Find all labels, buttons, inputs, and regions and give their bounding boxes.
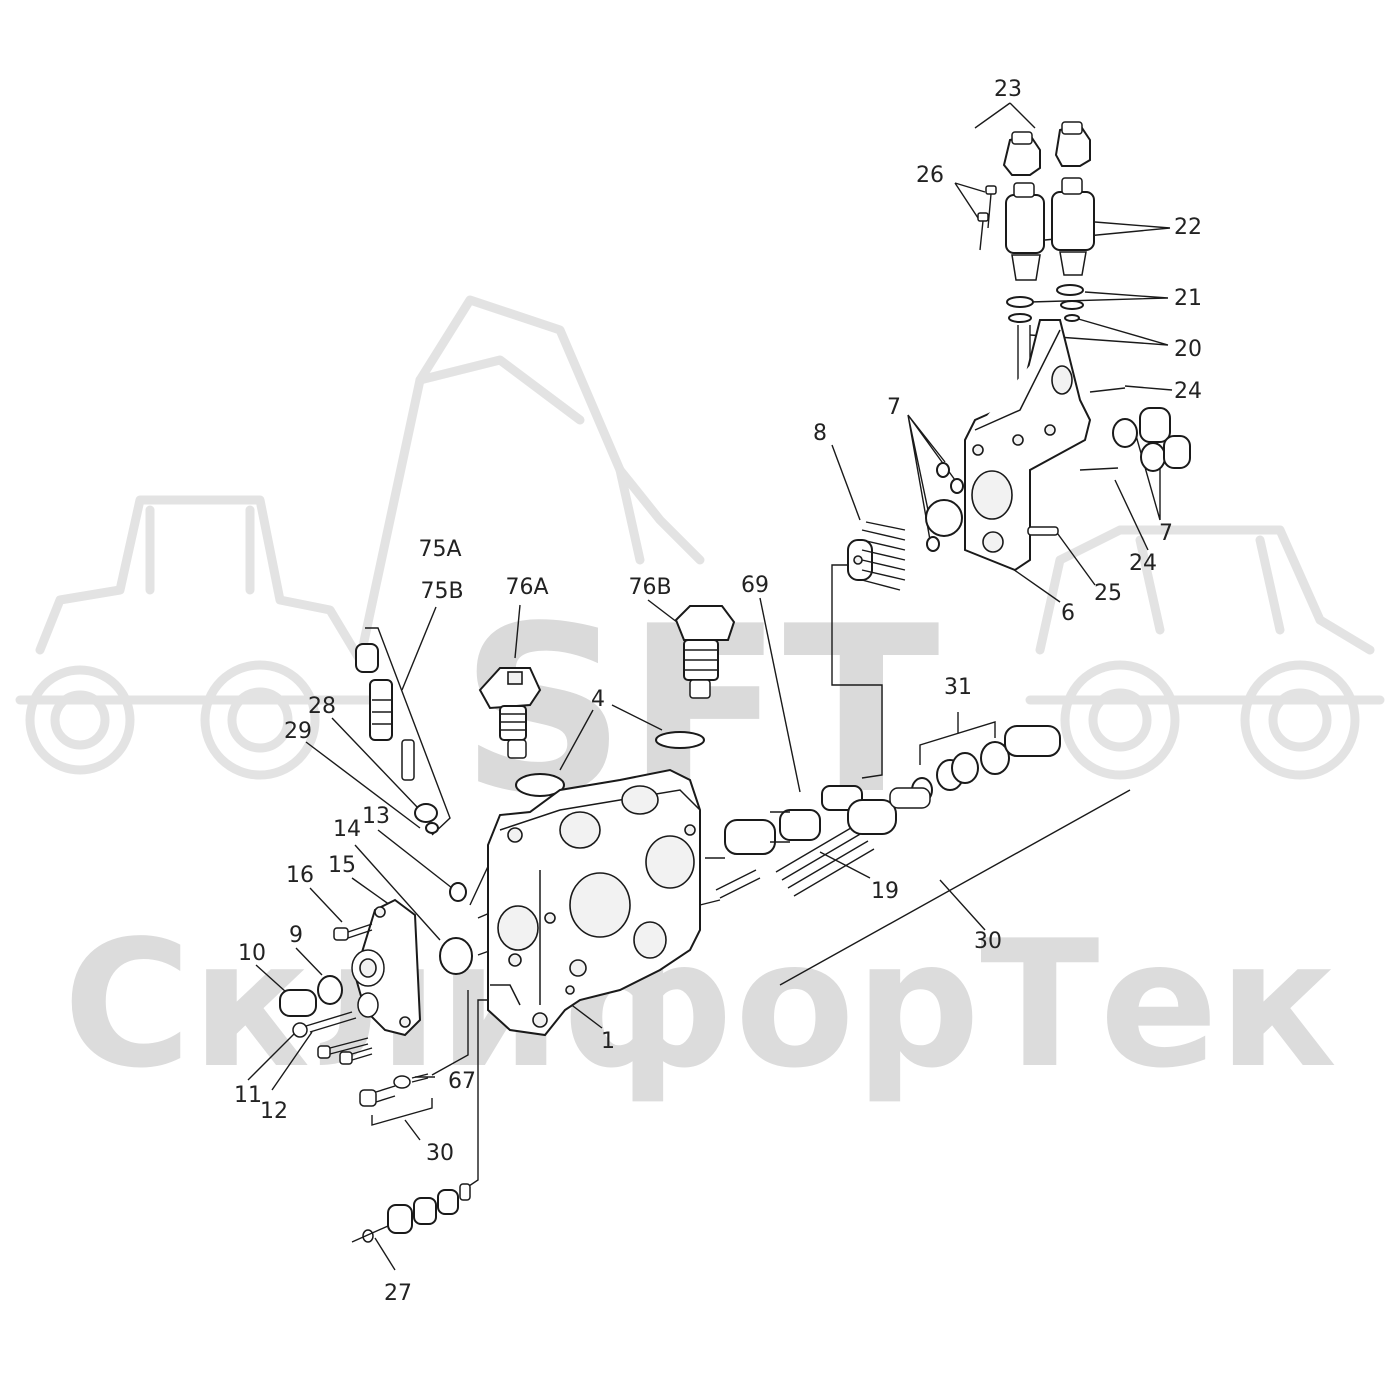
callout-19: 19 xyxy=(871,879,899,904)
callout-75b: 75B xyxy=(420,579,463,604)
connector-part-23 xyxy=(1002,121,1091,176)
plug-part-76a xyxy=(478,667,542,759)
end-cover-part-15 xyxy=(351,898,422,1037)
callout-10: 10 xyxy=(238,941,266,966)
callout-labels: 23 26 22 21 20 24 7 8 7 24 25 6 75A 75B … xyxy=(234,77,1202,1306)
callout-6: 6 xyxy=(1061,601,1075,626)
callout-7-lower: 7 xyxy=(1159,521,1173,546)
screw-part-26 xyxy=(977,185,997,251)
seal-parts-20-21 xyxy=(1006,284,1084,440)
callout-30-right: 30 xyxy=(974,929,1002,954)
callout-24-lower: 24 xyxy=(1129,551,1157,576)
spool-part-27 xyxy=(351,1183,471,1243)
solenoid-body-part-6 xyxy=(964,319,1126,572)
plug-part-76b xyxy=(674,605,736,699)
callout-21: 21 xyxy=(1174,286,1202,311)
bolt-part-16 xyxy=(333,923,373,941)
callout-16: 16 xyxy=(286,863,314,888)
spring-part-8 xyxy=(847,521,906,591)
callout-15: 15 xyxy=(328,853,356,878)
callout-11: 11 xyxy=(234,1083,262,1108)
callout-8: 8 xyxy=(813,421,827,446)
oring-parts-13-14 xyxy=(439,882,473,975)
callout-1: 1 xyxy=(601,1029,615,1054)
valve-parts xyxy=(279,121,1191,1243)
callout-13: 13 xyxy=(362,804,390,829)
callout-22: 22 xyxy=(1174,215,1202,240)
callout-9: 9 xyxy=(289,923,303,948)
callout-29: 29 xyxy=(284,719,312,744)
callout-31: 31 xyxy=(944,675,972,700)
watermark-excavator-icon xyxy=(355,295,705,665)
watermark-brand-name: СклифорТек xyxy=(63,904,1337,1107)
callout-24-upper: 24 xyxy=(1174,379,1202,404)
callout-23: 23 xyxy=(994,77,1022,102)
callout-20: 20 xyxy=(1174,337,1202,362)
watermark: SFT СклифорТек xyxy=(15,295,1385,1107)
relief-cartridge-part-75 xyxy=(355,643,439,834)
callout-7-upper: 7 xyxy=(887,395,901,420)
plug-parts-9-10 xyxy=(279,975,343,1017)
spring-part-19 xyxy=(715,787,931,899)
callout-76b: 76B xyxy=(628,575,671,600)
callout-26: 26 xyxy=(916,163,944,188)
callout-25: 25 xyxy=(1094,581,1122,606)
leader-lines xyxy=(247,102,1173,1271)
callout-76a: 76A xyxy=(505,575,548,600)
callout-30-lower: 30 xyxy=(426,1141,454,1166)
callout-75a: 75A xyxy=(418,537,461,562)
oring-parts-4 xyxy=(515,731,705,797)
callout-69: 69 xyxy=(741,573,769,598)
callout-28: 28 xyxy=(308,694,336,719)
solenoid-part-22 xyxy=(1005,177,1095,281)
callout-12: 12 xyxy=(260,1099,288,1124)
valve-section-part-1 xyxy=(487,768,701,1037)
check-valve-part-67 xyxy=(359,1073,429,1107)
callout-27: 27 xyxy=(384,1281,412,1306)
callout-14: 14 xyxy=(333,817,361,842)
watermark-right-tractor-icon xyxy=(1025,525,1385,780)
watermark-left-tractor-icon xyxy=(15,495,385,780)
plug-parts-7 xyxy=(925,407,1191,552)
bolt-parts-11-12 xyxy=(292,1011,373,1065)
callout-67: 67 xyxy=(448,1069,476,1094)
callout-4: 4 xyxy=(591,687,605,712)
